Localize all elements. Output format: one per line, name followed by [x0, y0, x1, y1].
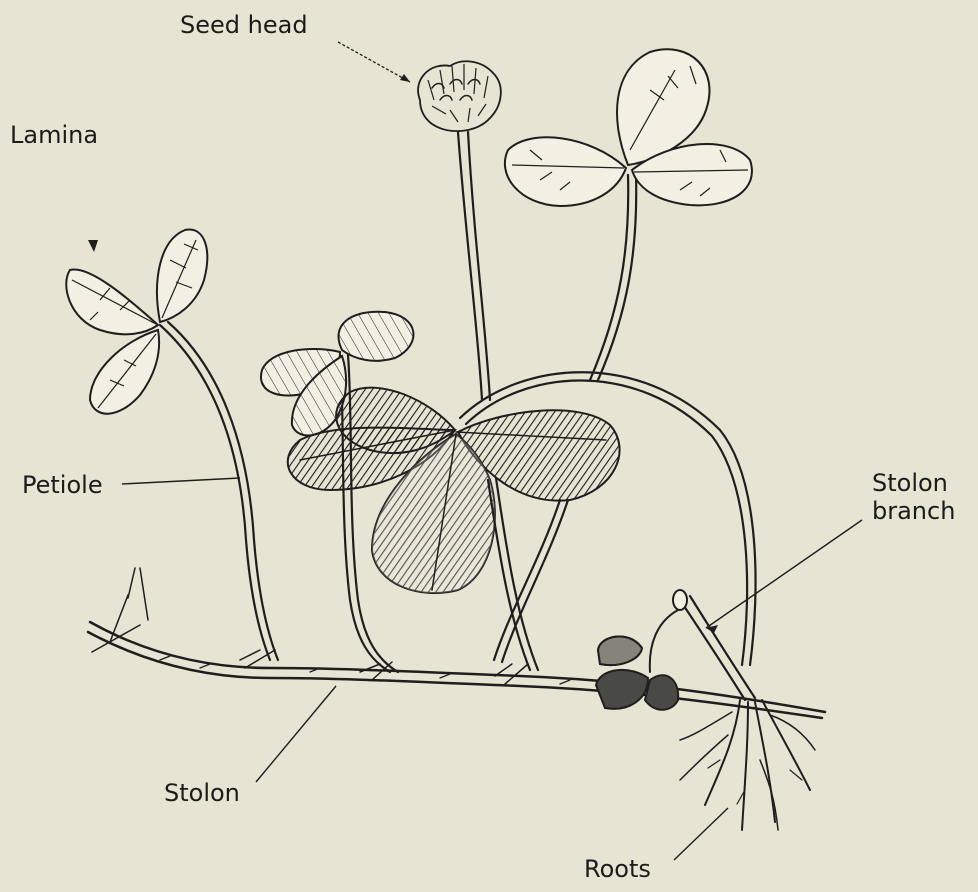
top-right-trefoil — [505, 49, 752, 380]
seed-head-flower — [418, 61, 501, 131]
petiole-leader — [122, 478, 240, 484]
stolon-branch-drawing — [596, 590, 755, 710]
seed-head-leader — [338, 42, 410, 82]
left-trefoil-lamina — [66, 230, 278, 660]
label-stolon: Stolon — [164, 780, 240, 808]
label-stolon-branch: Stolon branch — [872, 470, 955, 525]
stolon-branch-leader — [706, 520, 862, 628]
label-stolon-branch-line1: Stolon — [872, 470, 955, 498]
center-dark-trefoil — [288, 388, 620, 670]
label-petiole: Petiole — [22, 472, 103, 500]
seed-head-stalk — [458, 132, 490, 400]
label-roots: Roots — [584, 856, 651, 884]
label-seed-head: Seed head — [180, 12, 308, 40]
label-lamina: Lamina — [10, 122, 98, 150]
middle-left-trefoil — [261, 312, 414, 672]
roots-leader — [674, 808, 728, 860]
label-stolon-branch-line2: branch — [872, 498, 955, 526]
stolon-leader — [256, 686, 336, 782]
roots-drawing — [680, 700, 815, 830]
